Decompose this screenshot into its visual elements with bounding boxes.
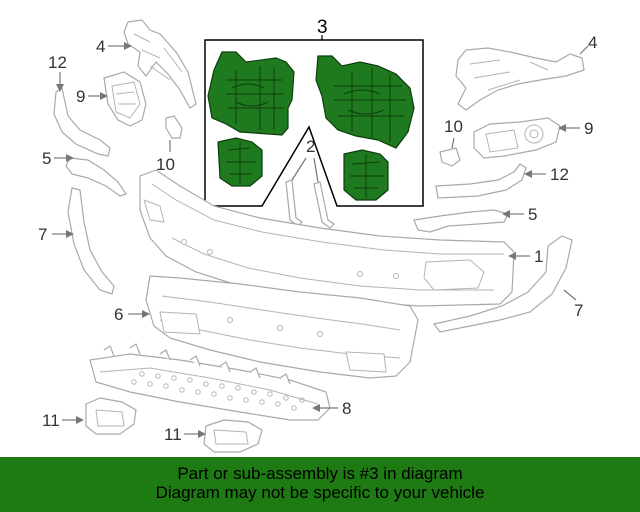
part-9-right-bezel[interactable] xyxy=(473,117,561,159)
part-7-left-endcap[interactable] xyxy=(67,187,115,295)
callout-11-center: 11 xyxy=(164,425,182,444)
callout-4-right: 4 xyxy=(588,33,597,52)
callout-12-right: 12 xyxy=(550,165,569,184)
callout-3: 3 xyxy=(317,17,328,38)
part-10-left-clip[interactable] xyxy=(165,115,183,139)
parts-diagram: 3 2 4 4 12 xyxy=(38,17,597,453)
part-10-right-clip[interactable] xyxy=(439,147,461,167)
callout-2: 2 xyxy=(306,137,315,156)
callout-8-arrow xyxy=(312,404,320,412)
part-5-right-filler[interactable] xyxy=(413,209,509,233)
callout-12-left-arrow xyxy=(56,84,64,92)
part-11-left-bezel[interactable] xyxy=(85,397,137,435)
callout-10-right: 10 xyxy=(444,117,463,136)
callout-1: 1 xyxy=(534,247,543,266)
banner-line-2: Diagram may not be specific to your vehi… xyxy=(155,483,485,502)
callout-11-center-arrow xyxy=(198,430,206,438)
callout-2-leader xyxy=(291,157,319,183)
callout-7-right-leader xyxy=(563,289,577,301)
callout-9-left-arrow xyxy=(100,92,108,100)
info-banner: Part or sub-assembly is #3 in diagram Di… xyxy=(0,457,640,512)
callout-5-right-arrow xyxy=(502,210,510,218)
part-11-center-bezel[interactable] xyxy=(203,419,263,453)
part-6-lower-valance[interactable] xyxy=(145,275,419,379)
callout-12-right-arrow xyxy=(524,170,532,178)
callout-12-left: 12 xyxy=(48,53,67,72)
callout-7-right: 7 xyxy=(574,301,583,320)
part-3-right-bracket[interactable] xyxy=(315,55,415,149)
callout-8: 8 xyxy=(342,399,351,418)
callout-4-left: 4 xyxy=(96,37,105,56)
part-12-right-trim[interactable] xyxy=(435,163,527,199)
part-2-brackets[interactable] xyxy=(285,179,335,229)
callout-5-left: 5 xyxy=(42,149,51,168)
part-3-right-small-bracket[interactable] xyxy=(343,149,389,201)
callout-6-arrow xyxy=(142,310,150,318)
part-9-left-bezel[interactable] xyxy=(103,71,147,127)
callout-7-left: 7 xyxy=(38,225,47,244)
banner-line-1: Part or sub-assembly is #3 in diagram xyxy=(177,464,463,483)
callout-5-left-arrow xyxy=(66,154,74,162)
part-3-left-small-bracket[interactable] xyxy=(217,137,263,187)
part-3-left-bracket[interactable] xyxy=(207,51,295,136)
part-5-left-filler[interactable] xyxy=(65,157,127,197)
part-1-bumper-bar[interactable] xyxy=(139,169,515,307)
callout-6: 6 xyxy=(114,305,123,324)
callout-11-left-arrow xyxy=(76,416,84,424)
part-8-grille-insert[interactable] xyxy=(89,343,331,421)
callout-10-right-leader xyxy=(451,137,455,149)
callout-4-right-leader xyxy=(579,45,589,55)
part-12-left-trim[interactable] xyxy=(53,87,111,157)
callout-7-left-arrow xyxy=(66,230,74,238)
callout-5-right: 5 xyxy=(528,205,537,224)
part-4-right-bracket[interactable] xyxy=(455,47,585,111)
callout-11-left: 11 xyxy=(42,411,60,430)
callout-1-arrow xyxy=(508,252,516,260)
callout-4-left-arrow xyxy=(124,42,132,50)
callout-10-left: 10 xyxy=(156,155,175,174)
callout-9-right-arrow xyxy=(558,124,566,132)
part-4-left-bracket[interactable] xyxy=(123,19,197,109)
part-7-right-endcap[interactable] xyxy=(432,235,573,333)
callout-9-right: 9 xyxy=(584,119,593,138)
callout-9-left: 9 xyxy=(76,87,85,106)
